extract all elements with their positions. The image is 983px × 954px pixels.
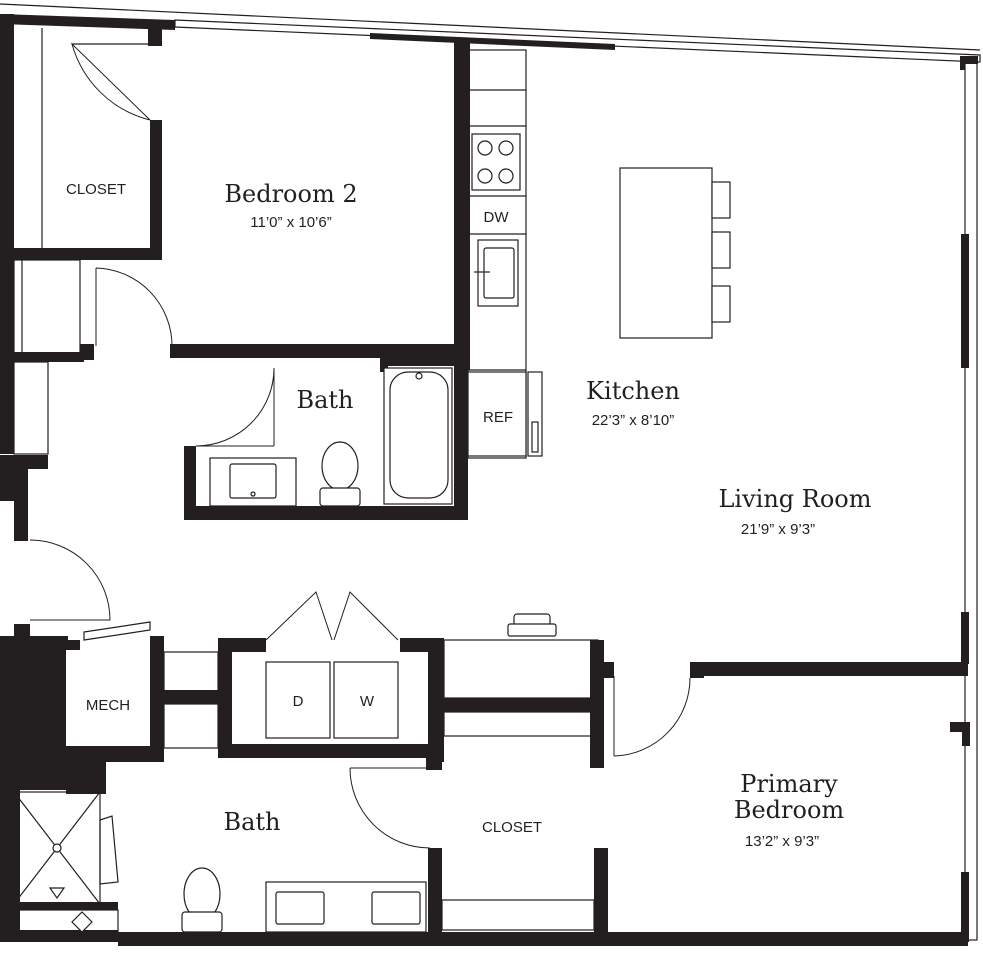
ref-label: REF — [483, 409, 513, 426]
upper-bath-walls — [184, 346, 468, 520]
bedroom2-walls — [13, 28, 470, 455]
kitchen-counters — [467, 49, 527, 459]
closet-door-upper[interactable] — [71, 42, 151, 121]
kitchen-dims: 22’3” x 8’10” — [592, 412, 675, 429]
dryer — [265, 661, 331, 739]
washer-label: W — [360, 693, 375, 710]
primary-door[interactable] — [613, 676, 691, 757]
living-name: Living Room — [718, 485, 871, 513]
closet-upper-label: CLOSET — [66, 181, 126, 198]
lower-bath-fixtures — [13, 791, 427, 933]
kitchen-sink — [474, 239, 519, 307]
primary-walls — [426, 662, 970, 942]
dryer-label: D — [293, 693, 304, 710]
bedroom2-dims: 11’0” x 10’6” — [250, 214, 331, 231]
bedroom2-door[interactable] — [95, 267, 173, 347]
primary-name-line2: Bedroom — [734, 796, 845, 824]
upper-bath-vanity — [209, 457, 297, 507]
primary-name-line1: Primary — [740, 770, 838, 798]
primary-dims: 13’2” x 9’3” — [745, 833, 819, 850]
labels: CLOSET Bedroom 2 11’0” x 10’6” Bath DW R… — [66, 180, 872, 850]
upper-bath-label: Bath — [296, 386, 353, 414]
bedroom2-name: Bedroom 2 — [224, 180, 357, 208]
refrigerator — [467, 371, 543, 457]
closet-door-lower[interactable] — [349, 767, 431, 849]
laundry-walls — [0, 624, 614, 794]
upper-bath-toilet — [319, 441, 361, 507]
laundry-bifold-doors[interactable] — [265, 591, 399, 641]
lower-bath-label: Bath — [223, 808, 280, 836]
kitchen-island — [619, 167, 731, 339]
washer — [333, 661, 399, 739]
upper-bath-door[interactable] — [195, 367, 275, 447]
dw-label: DW — [484, 209, 510, 226]
kitchen-name: Kitchen — [586, 377, 680, 405]
mech-label: MECH — [86, 697, 130, 714]
closet-lower-label: CLOSET — [482, 819, 542, 836]
upper-bath-tub — [383, 367, 453, 505]
mech-door[interactable] — [29, 539, 151, 641]
stove-icon — [471, 133, 521, 191]
desk-chair — [507, 613, 557, 637]
living-dims: 21’9” x 9’3” — [741, 521, 815, 538]
